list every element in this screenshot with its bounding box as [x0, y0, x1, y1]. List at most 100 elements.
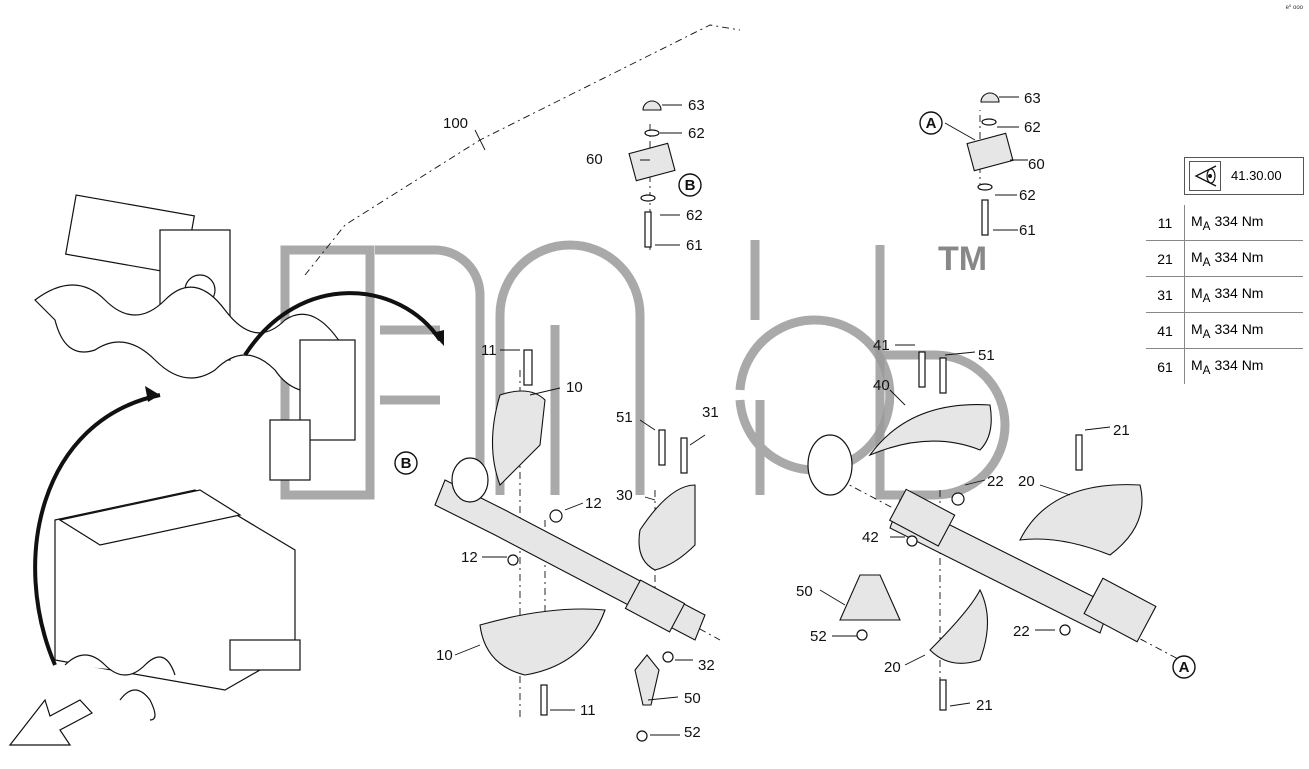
fasteners: [507, 349, 1083, 742]
callout-20: 20: [1018, 473, 1035, 490]
marker-a-right: A: [1172, 655, 1196, 679]
callout-51: 51: [616, 409, 633, 426]
torque-part-number: 31: [1146, 276, 1185, 313]
blade-50-bottom: [634, 654, 660, 706]
callout-61: 61: [686, 237, 703, 254]
callout-40: 40: [873, 377, 890, 394]
torque-symbol: M: [1191, 212, 1203, 229]
callout-63: 63: [688, 97, 705, 114]
torque-amount: 334 Nm: [1214, 212, 1264, 229]
blade-10-bottom: [479, 608, 606, 676]
callout-10: 10: [436, 647, 453, 664]
callout-100: 100: [443, 115, 468, 132]
reference-code: 41.30.00: [1231, 168, 1282, 183]
callout-60: 60: [1028, 156, 1045, 173]
torque-amount: 334 Nm: [1214, 356, 1264, 373]
torque-symbol: M: [1191, 320, 1203, 337]
torque-symbol: M: [1191, 356, 1203, 373]
callout-50: 50: [684, 690, 701, 707]
trademark-mark: TM: [938, 240, 987, 278]
callout-52: 52: [684, 724, 701, 741]
torque-symbol: M: [1191, 284, 1203, 301]
torque-part-number: 61: [1146, 348, 1185, 384]
torque-part-number: 41: [1146, 312, 1185, 349]
auger-assembly-illustration: [34, 194, 356, 481]
bearing-block-b: [628, 100, 676, 248]
callout-30: 30: [616, 487, 633, 504]
callout-12: 12: [461, 549, 478, 566]
reference-box: 41.30.00: [1184, 157, 1304, 195]
callout-22: 22: [1013, 623, 1030, 640]
torque-symbol-subscript: A: [1202, 291, 1211, 305]
torque-symbol-subscript: A: [1202, 255, 1211, 269]
watermark-logo: TM: [280, 240, 1010, 500]
eye-reference-icon: [1189, 161, 1221, 191]
blade-50-right: [839, 574, 901, 621]
callout-21: 21: [1113, 422, 1130, 439]
svg-text:B: B: [685, 177, 696, 194]
callout-50: 50: [796, 583, 813, 600]
callout-21: 21: [976, 697, 993, 714]
torque-symbol-subscript: A: [1202, 363, 1211, 377]
callout-32: 32: [698, 657, 715, 674]
blade-20-bottom: [929, 588, 988, 664]
callout-63: 63: [1024, 90, 1041, 107]
callout-labels: 100 63 62 60 62 61 63 62 60 62 61 11 10 …: [436, 90, 1130, 741]
flow-arrow-curve-right: [243, 291, 442, 357]
torque-symbol: M: [1191, 248, 1203, 265]
torque-amount: 334 Nm: [1214, 248, 1264, 265]
torque-symbol-subscript: A: [1202, 327, 1211, 341]
paver-machine-illustration: [54, 489, 301, 721]
view-direction-arrow: [8, 698, 93, 746]
callout-62: 62: [1024, 119, 1041, 136]
callout-11: 11: [481, 342, 497, 359]
callout-62: 62: [1019, 187, 1036, 204]
blade-40: [868, 404, 992, 457]
torque-part-number: 11: [1146, 205, 1185, 241]
svg-text:A: A: [926, 115, 937, 132]
torque-symbol-subscript: A: [1202, 219, 1211, 233]
callout-11: 11: [580, 702, 596, 719]
right-auger-shaft: [807, 434, 1157, 643]
marker-b-left: B: [394, 451, 418, 475]
svg-text:B: B: [401, 455, 412, 472]
callout-62: 62: [688, 125, 705, 142]
callout-61: 61: [1019, 222, 1036, 239]
bearing-block-a: [966, 92, 1014, 236]
callout-42: 42: [862, 529, 879, 546]
leader-lines: [454, 96, 1111, 736]
callout-20: 20: [884, 659, 901, 676]
torque-part-number: 21: [1146, 240, 1185, 277]
torque-amount: 334 Nm: [1214, 320, 1264, 337]
callout-62: 62: [686, 207, 703, 224]
callout-22: 22: [987, 473, 1004, 490]
callout-31: 31: [702, 404, 719, 421]
callout-60: 60: [586, 151, 603, 168]
callout-12: 12: [585, 495, 602, 512]
blade-10-top: [491, 390, 546, 486]
left-auger-shaft: [434, 457, 706, 641]
torque-amount: 334 Nm: [1214, 284, 1264, 301]
callout-10: 10: [566, 379, 583, 396]
flow-arrow-curve-up: [33, 393, 161, 666]
callout-52: 52: [810, 628, 827, 645]
callout-41: 41: [873, 337, 890, 354]
marker-a-top: A: [919, 111, 943, 135]
marker-b-top: B: [678, 173, 702, 197]
blade-20-top: [1019, 484, 1143, 556]
corner-code: e⁰ ooo: [1285, 5, 1303, 11]
blade-30: [638, 484, 696, 571]
svg-text:A: A: [1179, 659, 1190, 676]
